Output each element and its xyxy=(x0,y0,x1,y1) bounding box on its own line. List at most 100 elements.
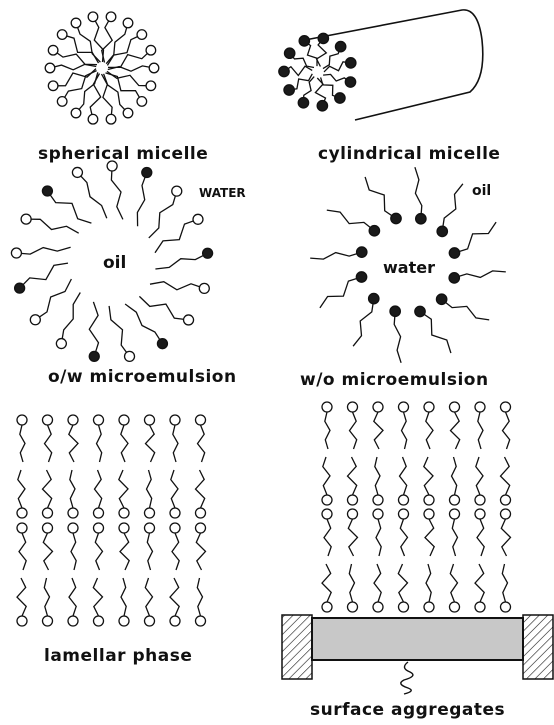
surfactant-tail xyxy=(107,71,151,85)
label-oil-outer: oil xyxy=(472,183,491,199)
bilayer-head xyxy=(68,415,78,425)
bilayer-head xyxy=(68,523,78,533)
bilayer-tail xyxy=(93,578,102,616)
bilayer-head xyxy=(170,415,180,425)
surfactant-head xyxy=(42,186,52,196)
bilayer-head xyxy=(322,495,332,505)
bilayer-tail xyxy=(170,578,179,616)
surface-aggregates-drawing xyxy=(282,402,553,694)
bilayer-tail xyxy=(19,533,26,570)
bilayer-head xyxy=(399,495,409,505)
surfactant-tail xyxy=(89,302,98,356)
surfactant-head xyxy=(369,226,379,236)
bilayer-tail xyxy=(348,457,357,495)
surfactant-tail xyxy=(137,173,146,227)
caption-surface-aggregates: surface aggregates xyxy=(310,700,505,720)
surfactant-tail xyxy=(111,166,123,219)
bilayer-head xyxy=(94,415,104,425)
bilayer-head xyxy=(450,602,460,612)
surfactant-tail xyxy=(454,271,506,278)
bilayer-head xyxy=(119,616,129,626)
surfactant-tail xyxy=(365,177,396,219)
bilayer-tail xyxy=(70,470,75,508)
bilayer-tail xyxy=(198,425,205,462)
surfactant-tail xyxy=(50,64,96,69)
bilayer-tail xyxy=(147,533,152,570)
surfactant-head xyxy=(369,293,379,303)
bilayer-head xyxy=(399,602,409,612)
bilayer-head xyxy=(450,495,460,505)
bilayer-tail xyxy=(476,457,483,495)
bilayer-head xyxy=(170,616,180,626)
surfactant-head xyxy=(56,339,66,349)
bilayer-head xyxy=(475,509,485,519)
bilayer-head xyxy=(424,402,434,412)
bilayer-tail xyxy=(501,519,510,556)
bilayer-tail xyxy=(95,470,102,508)
surfactant-head xyxy=(88,114,98,124)
cylindrical-micelle-drawing xyxy=(279,10,483,120)
surfactant-head xyxy=(346,58,356,68)
label-oil-core: oil xyxy=(103,253,126,273)
bilayer-tail xyxy=(398,564,407,602)
bilayer-tail xyxy=(375,457,380,495)
bilayer-tail xyxy=(196,470,205,508)
surfactant-head xyxy=(416,214,426,224)
surfactant-head xyxy=(149,63,159,73)
surfactant-head xyxy=(142,168,152,178)
surfactant-head xyxy=(157,339,167,349)
surfactant-tail xyxy=(139,296,188,320)
surfactant-head xyxy=(415,306,425,316)
bilayer-head xyxy=(196,415,206,425)
bilayer-head xyxy=(196,508,206,518)
bilayer-tail xyxy=(426,564,431,602)
surfactant-tail xyxy=(327,210,375,231)
surfactant-head xyxy=(45,63,55,73)
surfactant-tail xyxy=(320,277,362,308)
surfactant-head xyxy=(57,97,67,107)
surfactant-tail xyxy=(53,69,96,86)
bilayer-tail xyxy=(374,412,383,449)
bilayer-head xyxy=(373,495,383,505)
bilayer-tail xyxy=(44,578,49,616)
surfactant-head xyxy=(317,101,327,111)
surfactant-head xyxy=(390,306,400,316)
surfactant-tail xyxy=(20,263,68,288)
surfactant-head xyxy=(449,273,459,283)
surfactant-head xyxy=(279,66,289,76)
bilayer-head xyxy=(170,508,180,518)
bilayer-tail xyxy=(172,533,179,570)
surfactant-head xyxy=(356,272,366,282)
surfactant-head xyxy=(437,226,447,236)
surfactant-tail xyxy=(310,252,362,259)
bilayer-tail xyxy=(450,564,457,602)
surfactant-tail xyxy=(415,167,422,219)
caption-wo-microemulsion: w/o microemulsion xyxy=(300,370,489,390)
surfactant-head xyxy=(137,97,147,107)
bilayer-tail xyxy=(69,425,78,462)
surfactant-head xyxy=(146,81,156,91)
bilayer-tail xyxy=(477,519,484,556)
surfactant-head xyxy=(48,81,58,91)
bilayer-head xyxy=(373,602,383,612)
bilayer-head xyxy=(43,523,53,533)
bilayer-tail xyxy=(145,578,152,616)
bilayer-tail xyxy=(119,470,128,508)
cylinder-outline xyxy=(305,10,483,120)
bilayer-head xyxy=(322,602,332,612)
surfactant-head xyxy=(123,18,133,28)
bilayer-head xyxy=(119,415,129,425)
bilayer-head xyxy=(43,415,53,425)
bilayer-head xyxy=(322,509,332,519)
surfactant-tail xyxy=(16,247,70,254)
surfactant-head xyxy=(71,108,81,118)
bilayer-head xyxy=(94,508,104,518)
bilayer-head xyxy=(68,508,78,518)
bilayer-tail xyxy=(69,578,76,616)
bilayer-tail xyxy=(196,533,205,570)
surfactant-head xyxy=(72,167,82,177)
bilayer-head xyxy=(17,508,27,518)
surfactant-head xyxy=(335,93,345,103)
surfactant-head xyxy=(449,248,459,258)
